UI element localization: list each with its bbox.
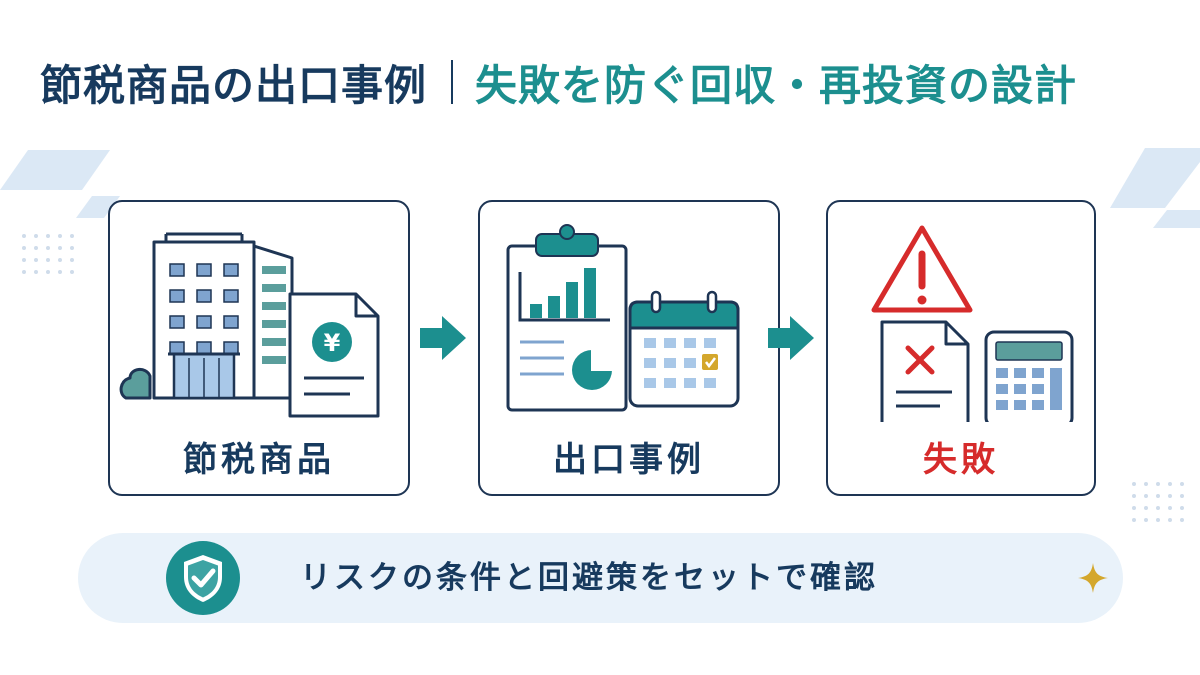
warning-triangle-icon (871, 225, 973, 313)
warning-failure-icon (871, 225, 1074, 422)
arrow-right-icon (768, 316, 814, 360)
sparkle-icon (1078, 563, 1108, 593)
tip-banner: リスクの条件と回避策をセットで確認 (78, 533, 1123, 623)
title-subtitle: 失敗を防ぐ回収・再投資の設計 (475, 60, 1078, 110)
step-label: 失敗 (923, 440, 999, 480)
shield-check-icon (166, 541, 240, 615)
decor-dots-left (22, 234, 74, 274)
calendar-icon (628, 290, 740, 408)
title-separator (451, 60, 454, 104)
decor-stripes-right (1110, 148, 1200, 228)
step-card-tax-product: ¥ 節税商品 (108, 200, 410, 496)
decor-dots-right (1132, 482, 1184, 522)
calculator-icon (984, 330, 1074, 422)
building-icon: ¥ (119, 232, 380, 418)
decor-stripes-left (0, 150, 120, 218)
banner-text: リスクの条件と回避策をセットで確認 (300, 560, 878, 596)
arrow-right-icon (420, 316, 466, 360)
step-card-failure: 失敗 (826, 200, 1096, 496)
error-document-icon (880, 320, 970, 422)
title-main: 節税商品の出口事例 (40, 60, 428, 110)
yen-symbol: ¥ (324, 329, 341, 357)
step-label: 出口事例 (553, 440, 705, 480)
yen-document-icon: ¥ (288, 292, 380, 418)
step-card-exit-case: 出口事例 (478, 200, 780, 496)
page-title: 節税商品の出口事例 失敗を防ぐ回収・再投資の設計 (40, 52, 1077, 112)
step-label: 節税商品 (183, 440, 335, 480)
clipboard-chart-icon (506, 224, 740, 412)
